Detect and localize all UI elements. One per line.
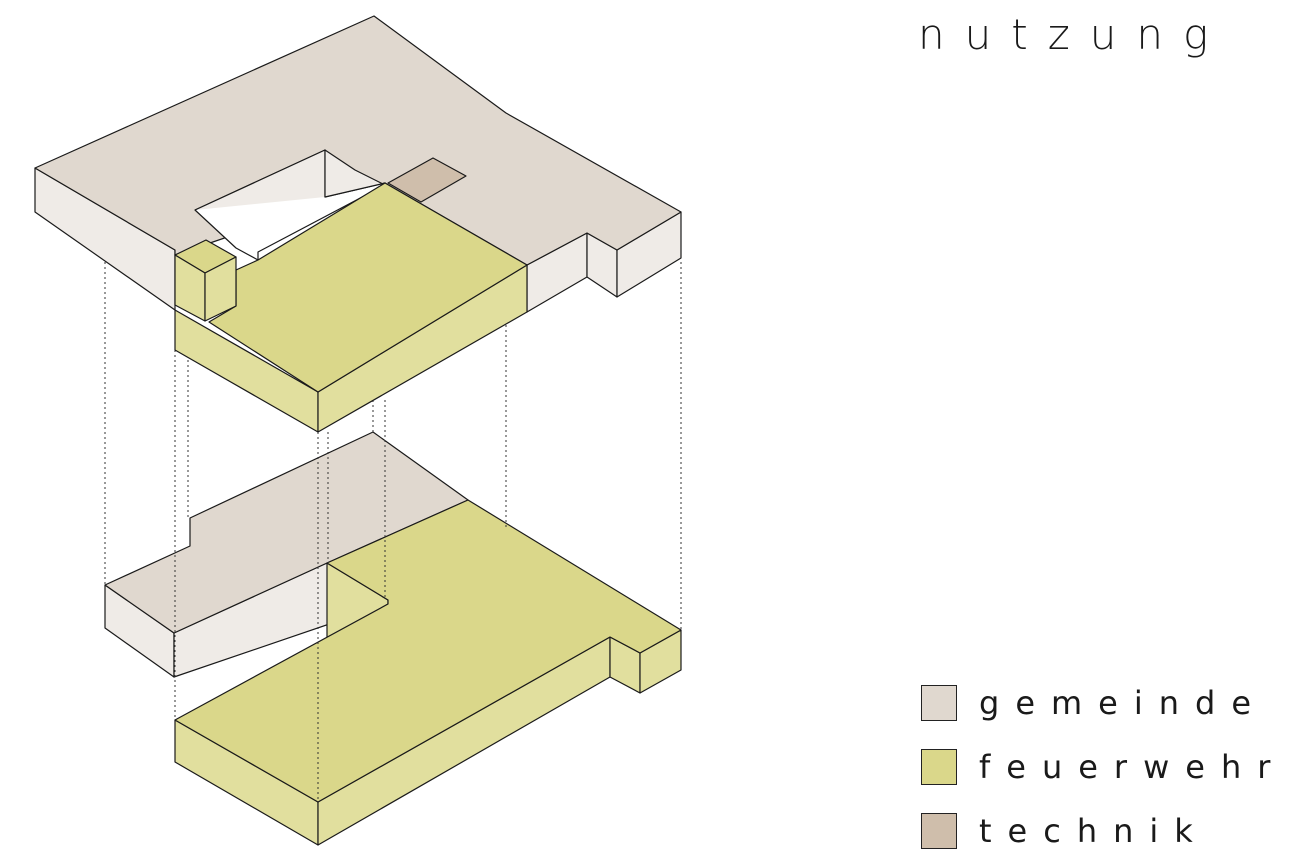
- projection-lines: [104, 195, 682, 802]
- legend-item-technik: technik: [921, 811, 1286, 851]
- lower-feuerwehr-volume: [174, 499, 682, 846]
- legend-item-gemeinde: gemeinde: [921, 683, 1286, 723]
- legend-label-gemeinde: gemeinde: [979, 684, 1268, 722]
- diagram-title: nutzung: [918, 10, 1229, 59]
- upper-feuerwehr-volume: [174, 182, 528, 433]
- legend-label-feuerwehr: feuerwehr: [979, 748, 1287, 786]
- upper-floor: [34, 15, 682, 433]
- legend: gemeinde feuerwehr technik: [921, 683, 1286, 851]
- legend-swatch-feuerwehr: [921, 749, 957, 785]
- lower-floor: [104, 431, 682, 846]
- legend-swatch-gemeinde: [921, 685, 957, 721]
- legend-item-feuerwehr: feuerwehr: [921, 747, 1286, 787]
- legend-swatch-technik: [921, 813, 957, 849]
- upper-gemeinde-volume: [34, 15, 682, 313]
- technik-block: [387, 157, 467, 203]
- legend-label-technik: technik: [979, 812, 1209, 850]
- feuerwehr-cube: [174, 239, 237, 322]
